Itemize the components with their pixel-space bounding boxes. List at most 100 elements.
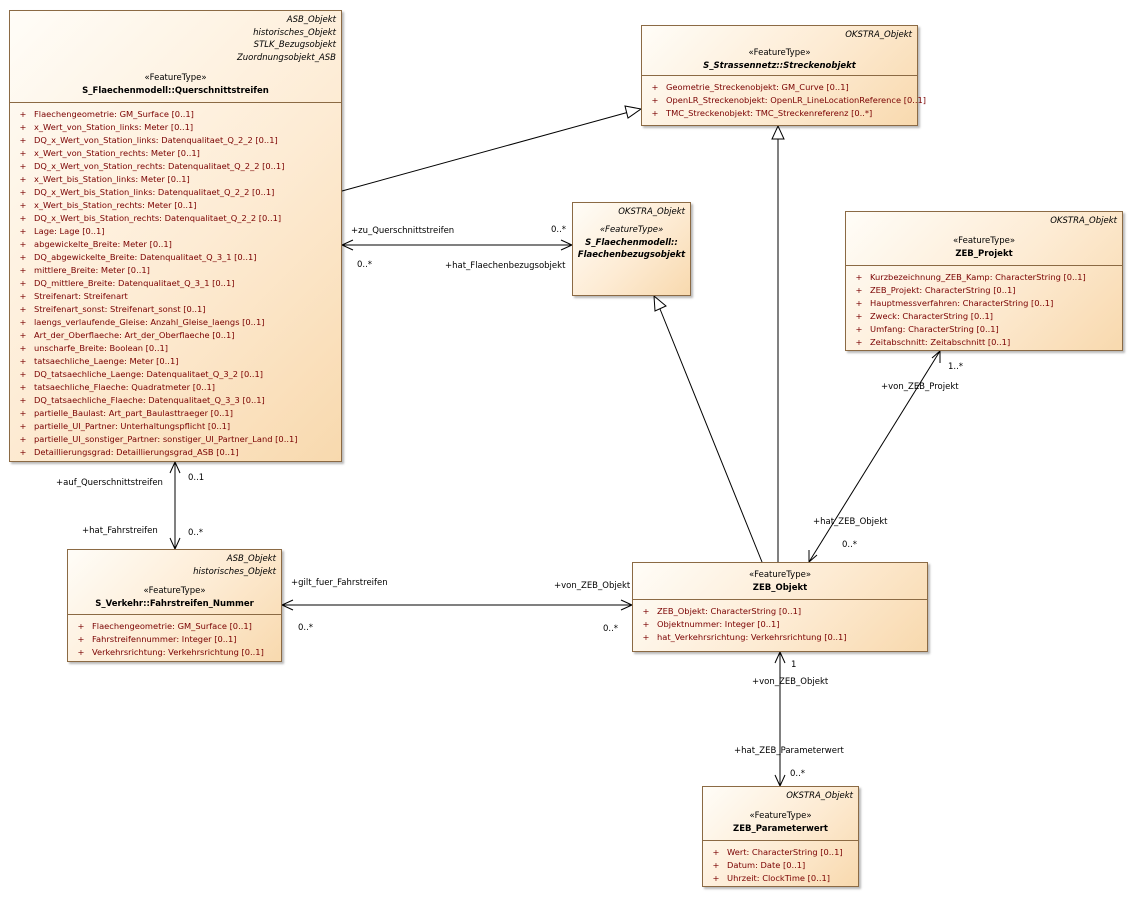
visibility-marker: +	[19, 330, 27, 340]
class-querschnittstreifen[interactable]: ASB_Objekt historisches_Objekt STLK_Bezu…	[9, 10, 342, 462]
tag-label: ASB_Objekt	[286, 15, 336, 25]
attribute-row[interactable]: +ZEB_Projekt: CharacterString [0..1]	[846, 284, 1122, 297]
attribute-row[interactable]: +mittlere_Breite: Meter [0..1]	[10, 264, 341, 277]
attribute-row[interactable]: +tatsaechliche_Laenge: Meter [0..1]	[10, 355, 341, 368]
attribute-row[interactable]: +Uhrzeit: ClockTime [0..1]	[703, 872, 858, 885]
attribute-text: Detaillierungsgrad: Detaillierungsgrad_A…	[34, 447, 239, 457]
attribute-text: tatsaechliche_Flaeche: Quadratmeter [0..…	[34, 382, 216, 392]
attribute-row[interactable]: +Lage: Lage [0..1]	[10, 225, 341, 238]
attribute-text: partielle_Baulast: Art_part_Baulasttraeg…	[34, 408, 233, 418]
visibility-marker: +	[19, 356, 27, 366]
visibility-marker: +	[19, 187, 27, 197]
generalization-arrowhead	[624, 105, 643, 119]
association-arrowhead	[774, 650, 786, 664]
visibility-marker: +	[651, 108, 659, 118]
attribute-text: Streifenart: Streifenart	[34, 291, 128, 301]
visibility-marker: +	[855, 272, 863, 282]
attribute-row[interactable]: +Hauptmessverfahren: CharacterString [0.…	[846, 297, 1122, 310]
attribute-row[interactable]: +Streifenart_sonst: Streifenart_sonst [0…	[10, 303, 341, 316]
stereotype-label: «FeatureType»	[143, 586, 206, 596]
association-zeb-projekt-zeb-objekt[interactable]	[808, 350, 941, 563]
attribute-text: Umfang: CharacterString [0..1]	[870, 324, 999, 334]
multiplicity-flaechenbezug-end: 0..*	[551, 225, 567, 235]
attribute-row[interactable]: +x_Wert_bis_Station_rechts: Meter [0..1]	[10, 199, 341, 212]
attribute-row[interactable]: +ZEB_Objekt: CharacterString [0..1]	[633, 605, 927, 618]
attribute-row[interactable]: +TMC_Streckenobjekt: TMC_Streckenreferen…	[642, 107, 917, 120]
attribute-row[interactable]: +partielle_UI_Partner: Unterhaltungspfli…	[10, 420, 341, 433]
visibility-marker: +	[19, 122, 27, 132]
class-zeb-parameterwert[interactable]: OKSTRA_Objekt «FeatureType» ZEB_Paramete…	[702, 786, 859, 887]
class-fahrstreifen-nummer[interactable]: ASB_Objekt historisches_Objekt «FeatureT…	[67, 549, 282, 662]
class-zeb-objekt[interactable]: «FeatureType» ZEB_Objekt +ZEB_Objekt: Ch…	[632, 562, 928, 652]
attribute-row[interactable]: + Datum: Date [0..1]	[703, 859, 858, 872]
visibility-marker: +	[77, 634, 85, 644]
attribute-row[interactable]: + Art_der_Oberflaeche: Art_der_Oberflaech…	[10, 329, 341, 342]
visibility-marker: +	[19, 382, 27, 392]
attribute-row[interactable]: +Verkehrsrichtung: Verkehrsrichtung [0..…	[68, 646, 281, 659]
attribute-row[interactable]: +hat_Verkehrsrichtung: Verkehrsrichtung …	[633, 631, 927, 644]
attribute-text: Kurzbezeichnung_ZEB_Kamp: CharacterStrin…	[870, 272, 1086, 282]
tag-label: OKSTRA_Objekt	[618, 207, 685, 217]
attribute-row[interactable]: +DQ_x_Wert_von_Station_links: Datenquali…	[10, 134, 341, 147]
attribute-row[interactable]: +x_Wert_von_Station_rechts: Meter [0..1]	[10, 147, 341, 160]
attribute-row[interactable]: + Kurzbezeichnung_ZEB_Kamp: CharacterStri…	[846, 271, 1122, 284]
attribute-row[interactable]: +DQ_x_Wert_bis_Station_rechts: Datenqual…	[10, 212, 341, 225]
attribute-row[interactable]: +DQ_abgewickelte_Breite: Datenqualitaet_…	[10, 251, 341, 264]
attribute-list: +Wert: CharacterString [0..1] + Datum: Da…	[703, 841, 858, 889]
attribute-text: Art_der_Oberflaeche: Art_der_Oberflaeche…	[34, 330, 235, 340]
attribute-row[interactable]: +Wert: CharacterString [0..1]	[703, 846, 858, 859]
attribute-text: DQ_x_Wert_von_Station_rechts: Datenquali…	[34, 161, 285, 171]
attribute-row[interactable]: +DQ_tatsaechliche_Flaeche: Datenqualitae…	[10, 394, 341, 407]
tagged-values: ASB_Objekt historisches_Objekt	[193, 553, 276, 578]
attribute-row[interactable]: +unscharfe_Breite: Boolean [0..1]	[10, 342, 341, 355]
attribute-row[interactable]: +laengs_verlaufende_Gleise: Anzahl_Gleis…	[10, 316, 341, 329]
attribute-text: DQ_mittlere_Breite: Datenqualitaet_Q_3_1…	[34, 278, 235, 288]
visibility-marker: +	[651, 95, 659, 105]
role-auf-querschnittstreifen: +auf_Querschnittstreifen	[56, 478, 163, 488]
visibility-marker: +	[19, 213, 27, 223]
attribute-row[interactable]: +Flaechengeometrie: GM_Surface [0..1]	[68, 620, 281, 633]
attribute-row[interactable]: +Fahrstreifennummer: Integer [0..1]	[68, 633, 281, 646]
tag-label: ASB_Objekt	[226, 554, 276, 564]
attribute-row[interactable]: +Geometrie_Streckenobjekt: GM_Curve [0..…	[642, 81, 917, 94]
multiplicity-fahrstreifen-top: 0..*	[188, 528, 204, 538]
attribute-text: x_Wert_bis_Station_links: Meter [0..1]	[34, 174, 190, 184]
attribute-row[interactable]: +DQ_mittlere_Breite: Datenqualitaet_Q_3_…	[10, 277, 341, 290]
visibility-marker: +	[19, 304, 27, 314]
attribute-text: Datum: Date [0..1]	[727, 860, 806, 870]
tagged-values: OKSTRA_Objekt	[786, 790, 853, 803]
attribute-row[interactable]: +x_Wert_bis_Station_links: Meter [0..1]	[10, 173, 341, 186]
attribute-row[interactable]: +partielle_UI_sonstiger_Partner: sonstig…	[10, 433, 341, 446]
attribute-row[interactable]: +Flaechengeometrie: GM_Surface [0..1]	[10, 108, 341, 121]
attribute-row[interactable]: +DQ_x_Wert_von_Station_rechts: Datenqual…	[10, 160, 341, 173]
class-streckenobjekt[interactable]: OKSTRA_Objekt «FeatureType» S_Strassenne…	[641, 25, 927, 126]
visibility-marker: +	[19, 317, 27, 327]
attribute-row[interactable]: +partielle_Baulast: Art_part_Baulasttrae…	[10, 407, 341, 420]
role-von-zeb-objekt-left: +von_ZEB_Objekt	[554, 581, 631, 591]
visibility-marker: +	[712, 860, 720, 870]
attribute-row[interactable]: + tatsaechliche_Flaeche: Quadratmeter [0.…	[10, 381, 341, 394]
class-header: OKSTRA_Objekt «FeatureType» S_Strassenne…	[642, 26, 917, 76]
role-hat-fahrstreifen: +hat_Fahrstreifen	[82, 526, 158, 536]
attribute-row[interactable]: +Objektnummer: Integer [0..1]	[633, 618, 927, 631]
attribute-row[interactable]: +abgewickelte_Breite: Meter [0..1]	[10, 238, 341, 251]
multiplicity-parameterwert: 0..*	[790, 769, 806, 779]
attribute-row[interactable]: +x_Wert_von_Station_links: Meter [0..1]	[10, 121, 341, 134]
class-flaechenbezugsobjekt[interactable]: OKSTRA_Objekt «FeatureType» S_Flaechenmo…	[572, 202, 691, 296]
attribute-row[interactable]: +Zweck: CharacterString [0..1]	[846, 310, 1122, 323]
visibility-marker: +	[19, 200, 27, 210]
multiplicity-querschnitt-end: 0..*	[357, 260, 373, 270]
attribute-row[interactable]: +Umfang: CharacterString [0..1]	[846, 323, 1122, 336]
attribute-row[interactable]: +Zeitabschnitt: Zeitabschnitt [0..1]	[846, 336, 1122, 349]
attribute-row[interactable]: +Streifenart: Streifenart	[10, 290, 341, 303]
visibility-marker: +	[19, 434, 27, 444]
attribute-row[interactable]: +Detaillierungsgrad: Detaillierungsgrad_…	[10, 446, 341, 459]
attribute-row[interactable]: +DQ_x_Wert_bis_Station_links: Datenquali…	[10, 186, 341, 199]
generalization-zeb-objekt-flaechenbezug[interactable]	[659, 308, 763, 563]
attribute-row[interactable]: +DQ_tatsaechliche_Laenge: Datenqualitaet…	[10, 368, 341, 381]
multiplicity-zeb-objekt-top: 0..*	[842, 540, 858, 550]
class-zeb-projekt[interactable]: OKSTRA_Objekt «FeatureType» ZEB_Projekt …	[845, 211, 1123, 351]
attribute-text: OpenLR_Streckenobjekt: OpenLR_LineLocati…	[666, 95, 927, 105]
attribute-row[interactable]: + OpenLR_Streckenobjekt: OpenLR_LineLocat…	[642, 94, 927, 107]
generalization-querschnitt-streckenobjekt[interactable]	[341, 111, 630, 192]
